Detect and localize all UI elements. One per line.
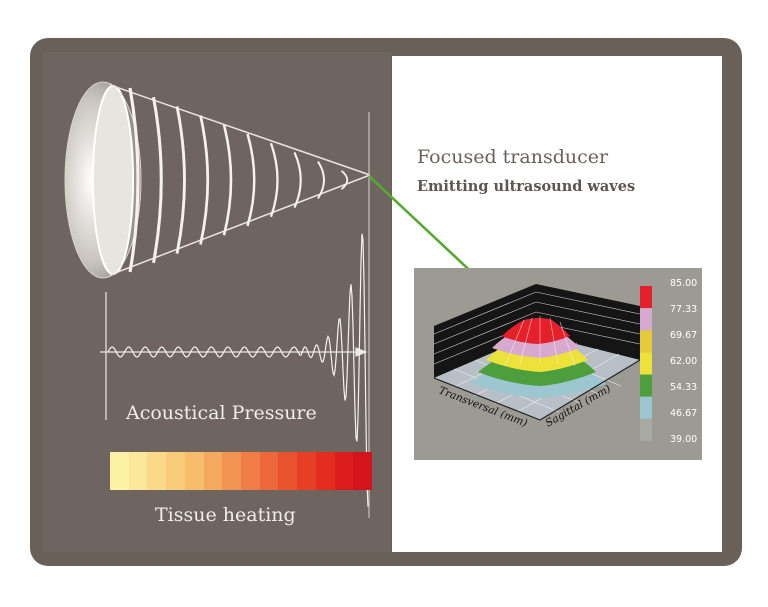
plot-walls [433, 284, 641, 378]
wave-arc [269, 142, 279, 218]
wave-arc [293, 151, 302, 209]
scale-segment [640, 352, 652, 375]
scale-value: 46.67 [670, 408, 698, 419]
wave-arc [128, 87, 140, 273]
heat-segment [128, 452, 148, 490]
scale-segment [640, 396, 652, 419]
heat-segment [278, 452, 298, 490]
transducer-icon [64, 81, 142, 279]
heat-segment [241, 452, 260, 490]
pressure-axis [100, 292, 368, 420]
scale-segment [640, 286, 652, 309]
scale-segment [640, 330, 652, 353]
heat-segment [184, 452, 204, 490]
scale-value: 69.67 [670, 330, 698, 341]
scale-segment [640, 308, 652, 331]
heat-segment [166, 452, 185, 490]
pressure-waveform [107, 233, 369, 507]
scale-value: 54.33 [670, 382, 698, 393]
heat-segment [222, 452, 242, 490]
acoustical-pressure-label: Acoustical Pressure [126, 402, 317, 424]
wave-arc [317, 161, 325, 199]
diagram-title: Focused transducer [417, 146, 609, 168]
color-scale-bar [640, 286, 652, 441]
wave-arc [246, 133, 256, 227]
tissue-heating-label: Tissue heating [155, 504, 296, 526]
heat-segment [353, 452, 373, 490]
wave-arc [199, 115, 210, 245]
plot-axes [433, 359, 641, 421]
heat-segment [110, 452, 129, 490]
heat-segment [315, 452, 335, 490]
heat-segment [259, 452, 279, 490]
scale-value: 77.33 [670, 304, 698, 315]
heat-segment [147, 452, 167, 490]
ultrasound-waves [128, 87, 349, 273]
heat-segment [297, 452, 316, 490]
scale-segment [640, 418, 652, 441]
scale-value: 39.00 [670, 434, 698, 445]
scale-value: 62.00 [670, 356, 698, 367]
temperature-peak [470, 316, 606, 398]
scale-value: 85.00 [670, 278, 698, 289]
tissue-heating-bar [110, 452, 373, 490]
scale-segment [640, 374, 652, 397]
heat-segment [203, 452, 223, 490]
heat-segment [334, 452, 354, 490]
wave-arc [222, 124, 233, 236]
wave-arc [340, 170, 349, 190]
wave-arc [175, 106, 186, 254]
diagram-subtitle: Emitting ultrasound waves [417, 178, 636, 195]
wave-arc [152, 96, 163, 264]
